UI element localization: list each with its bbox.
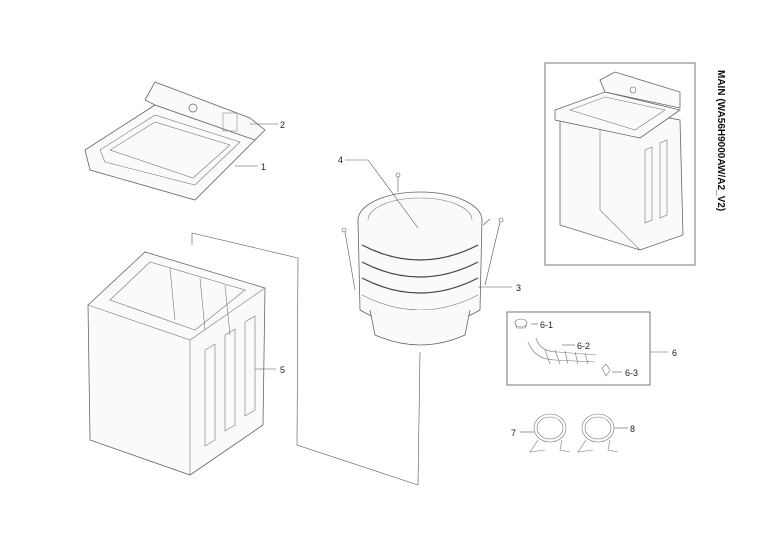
assembled-view-frame bbox=[544, 62, 696, 266]
inlet-hoses bbox=[529, 413, 619, 453]
callout-3: 3 bbox=[516, 283, 521, 293]
callout-6: 6 bbox=[672, 348, 677, 358]
callout-8: 8 bbox=[630, 424, 635, 434]
drain-hose-kit bbox=[506, 311, 651, 386]
diagram-title: MAIN (WA56H9000AW/A2_V2) bbox=[715, 70, 726, 211]
callout-7: 7 bbox=[511, 428, 516, 438]
tub-assembly bbox=[341, 172, 504, 346]
cabinet bbox=[87, 251, 266, 476]
callout-6-1: 6-1 bbox=[540, 320, 553, 330]
callout-4: 4 bbox=[338, 155, 343, 165]
callout-2: 2 bbox=[280, 120, 285, 130]
callout-6-2: 6-2 bbox=[577, 341, 590, 351]
top-cover-assembly bbox=[84, 81, 266, 201]
callout-5: 5 bbox=[280, 365, 285, 375]
callout-1: 1 bbox=[261, 162, 266, 172]
callout-6-3: 6-3 bbox=[625, 368, 638, 378]
